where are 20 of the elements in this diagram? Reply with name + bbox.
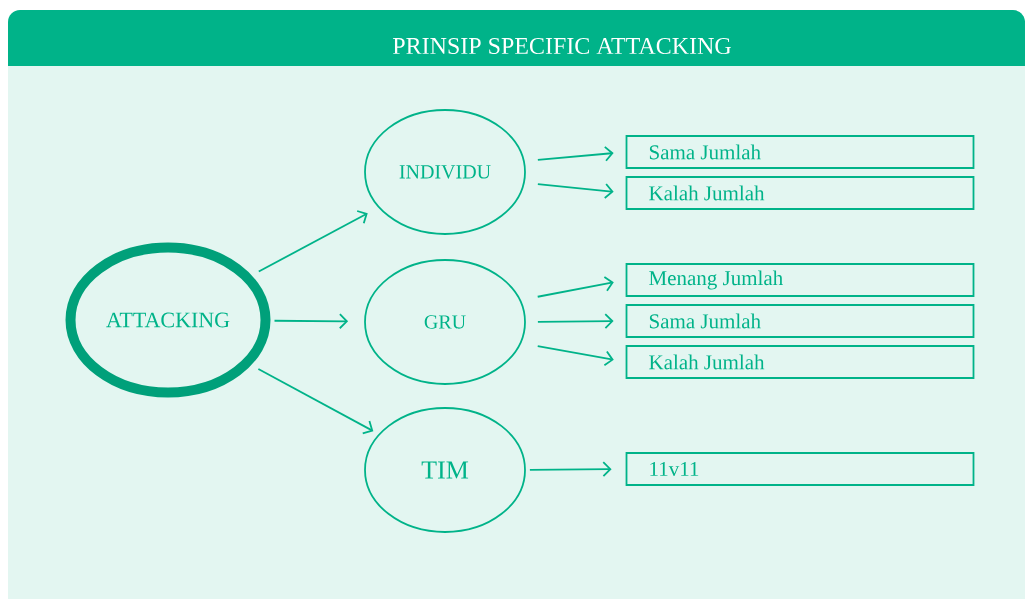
arrow	[257, 368, 374, 435]
ellipse-node: INDIVIDU	[364, 109, 526, 235]
arrow	[536, 345, 614, 367]
header-band: PRINSIP SPECIFIC ATTACKING	[8, 10, 1025, 66]
arrow	[536, 276, 614, 298]
text-box: Sama Jumlah	[625, 135, 975, 169]
arrow	[536, 183, 614, 199]
arrow	[536, 145, 614, 162]
ellipse-node: ATTACKING	[65, 242, 271, 398]
ellipse-node: TIM	[364, 407, 526, 533]
arrow	[257, 210, 368, 273]
text-box: Kalah Jumlah	[625, 345, 975, 379]
text-box: Menang Jumlah	[625, 263, 975, 297]
ellipse-node: GRU	[364, 259, 526, 385]
arrow	[537, 313, 614, 330]
arrow	[529, 461, 612, 478]
text-box: Kalah Jumlah	[625, 176, 975, 210]
text-box: Sama Jumlah	[625, 304, 975, 338]
arrow	[273, 313, 349, 330]
text-box: 11v11	[625, 452, 975, 486]
